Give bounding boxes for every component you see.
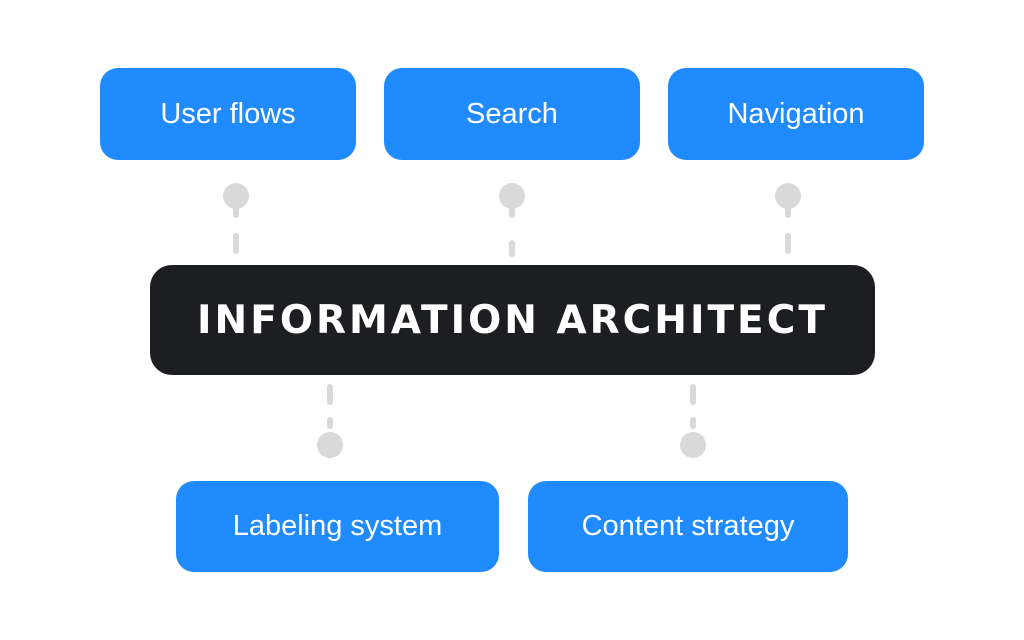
node-label: Content strategy: [581, 510, 795, 542]
node-search: Search: [384, 68, 640, 160]
connector-dash: [233, 206, 239, 218]
connector-dash: [327, 417, 333, 429]
connector-dash: [509, 206, 515, 218]
connector-dot: [317, 432, 343, 458]
connector-dot: [775, 183, 801, 209]
node-content-strategy: Content strategy: [528, 481, 848, 572]
connector-dot: [223, 183, 249, 209]
connector-dash: [690, 384, 696, 405]
connector-dash: [327, 384, 333, 405]
node-label: Navigation: [727, 97, 865, 130]
connector-dash: [785, 233, 791, 254]
node-label: Search: [466, 97, 558, 130]
central-node-label: INFORMATION ARCHITECT: [197, 297, 828, 343]
connector-dash: [785, 206, 791, 218]
node-labeling-system: Labeling system: [176, 481, 499, 572]
node-navigation: Navigation: [668, 68, 924, 160]
connector-dot: [680, 432, 706, 458]
node-label: Labeling system: [232, 510, 443, 542]
connector-dot: [499, 183, 525, 209]
connector-dash: [509, 240, 515, 257]
connector-dash: [233, 233, 239, 254]
node-user-flows: User flows: [100, 68, 356, 160]
node-label: User flows: [160, 97, 296, 130]
central-node: INFORMATION ARCHITECT: [150, 265, 875, 375]
connector-dash: [690, 417, 696, 429]
